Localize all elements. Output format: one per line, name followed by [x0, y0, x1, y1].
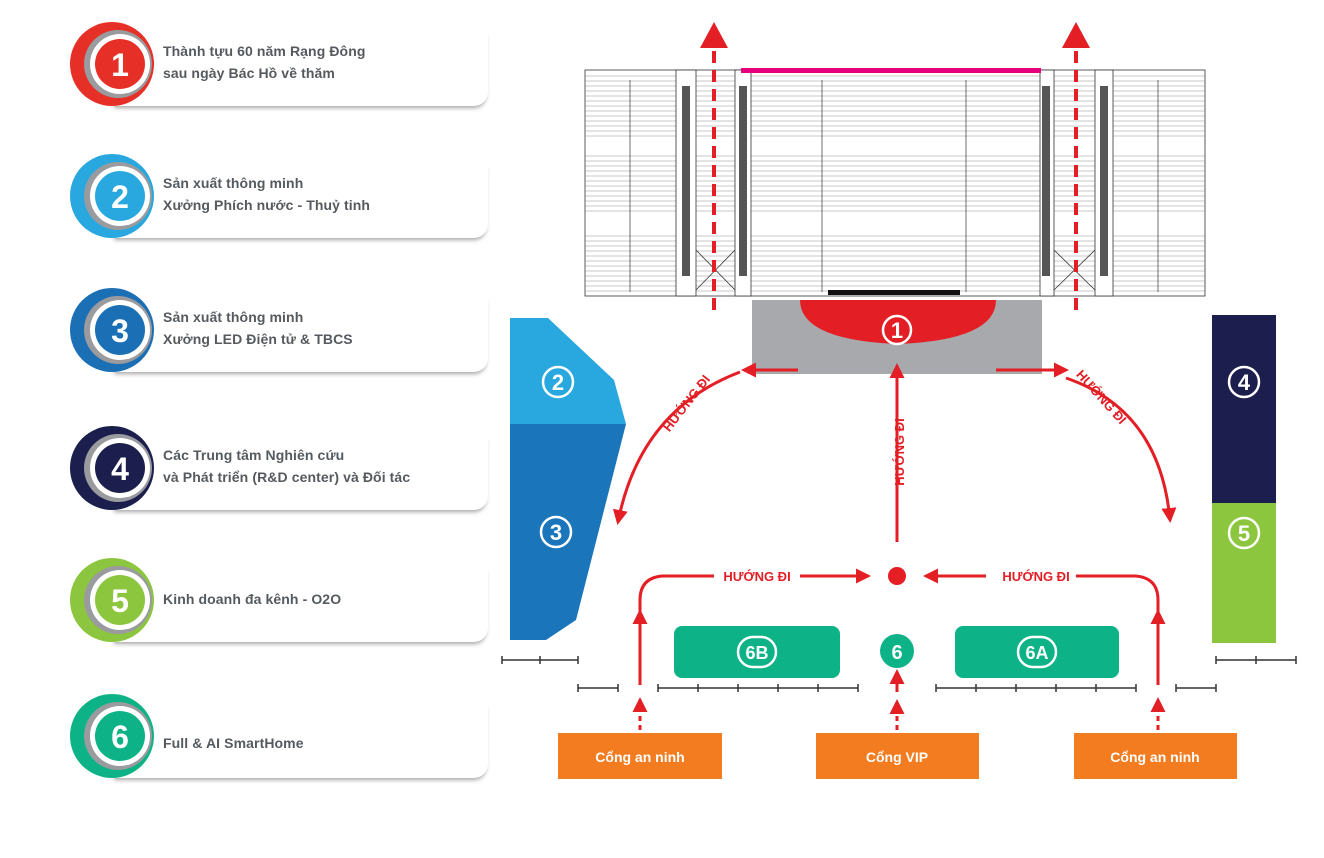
legend-line-2: Xưởng LED Điện tử & TBCS — [163, 331, 353, 347]
zone-6: 6 — [880, 634, 914, 668]
legend-card — [112, 296, 488, 372]
direction-label-center: HƯỚNG ĐI — [892, 418, 907, 485]
zone-1-label: 1 — [891, 318, 903, 343]
zone-2-label: 2 — [552, 370, 564, 395]
number-badge-2: 2 — [70, 154, 154, 238]
legend-text: Các Trung tâm Nghiên cứu và Phát triển (… — [163, 444, 483, 488]
center-point — [888, 567, 906, 585]
legend-card — [112, 30, 488, 106]
badge-number: 1 — [111, 47, 129, 83]
legend-item-6: 6 Full & AI SmartHome — [68, 692, 490, 792]
legend-text: Thành tựu 60 năm Rạng Đông sau ngày Bác … — [163, 40, 483, 84]
legend-card — [112, 566, 488, 642]
zone-1: 1 — [752, 300, 1042, 374]
legend-text: Sản xuất thông minh Xưởng LED Điện tử & … — [163, 306, 483, 350]
direction-label-upper-left: HƯỚNG ĐI — [660, 372, 713, 434]
badge-number: 2 — [111, 179, 129, 215]
number-badge-1: 1 — [70, 22, 154, 106]
gate-vip-label: Cổng VIP — [866, 749, 928, 765]
legend-line-1: Thành tựu 60 năm Rạng Đông — [163, 43, 366, 59]
zone-6a: 6A — [955, 626, 1119, 678]
legend-card — [112, 434, 488, 510]
direction-label-bottom-left: HƯỚNG ĐI — [723, 569, 790, 584]
magenta-bar — [741, 68, 1041, 73]
legend-text: Sản xuất thông minh Xưởng Phích nước - T… — [163, 172, 483, 216]
number-badge-6: 6 — [70, 694, 154, 778]
badge-number: 4 — [111, 451, 129, 487]
zone-4-label: 4 — [1238, 370, 1251, 395]
zone-6a-label: 6A — [1025, 643, 1048, 663]
legend-item-5: 5 Kinh doanh đa kênh - O2O — [68, 556, 490, 656]
zone-6-label: 6 — [891, 642, 902, 664]
legend-text: Full & AI SmartHome — [163, 732, 483, 754]
legend-line-1: Sản xuất thông minh — [163, 309, 304, 325]
zone-3: 3 — [510, 424, 626, 640]
exit-arrow-left — [700, 22, 728, 310]
legend-item-4: 4 Các Trung tâm Nghiên cứu và Phát triển… — [68, 424, 490, 524]
building-blueprint — [584, 68, 1206, 297]
badge-number: 5 — [111, 583, 129, 619]
fence-marks — [501, 656, 1297, 692]
exit-arrow-right — [1062, 22, 1090, 310]
legend-line-2: và Phát triển (R&D center) và Đối tác — [163, 469, 411, 485]
legend-panel: 1 Thành tựu 60 năm Rạng Đông sau ngày Bá… — [0, 0, 500, 858]
direction-label-upper-right: HƯỚNG ĐI — [1073, 367, 1129, 427]
zone-2: 2 — [510, 318, 626, 424]
number-badge-4: 4 — [70, 426, 154, 510]
legend-line-1: Các Trung tâm Nghiên cứu — [163, 447, 345, 463]
legend-line-2: sau ngày Bác Hồ về thăm — [163, 65, 335, 81]
legend-item-2: 2 Sản xuất thông minh Xưởng Phích nước -… — [68, 152, 490, 252]
number-badge-5: 5 — [70, 558, 154, 642]
legend-card — [112, 702, 488, 778]
zone-3-label: 3 — [550, 520, 562, 545]
gate-left: Cổng an ninh — [558, 733, 722, 779]
direction-arrows — [612, 362, 1177, 730]
zone-6b-label: 6B — [745, 643, 768, 663]
legend-line-1: Full & AI SmartHome — [163, 735, 304, 751]
legend-text: Kinh doanh đa kênh - O2O — [163, 588, 483, 610]
legend-line-1: Kinh doanh đa kênh - O2O — [163, 591, 342, 607]
badge-number: 6 — [111, 719, 129, 755]
legend-item-1: 1 Thành tựu 60 năm Rạng Đông sau ngày Bá… — [68, 20, 490, 120]
gate-vip: Cổng VIP — [816, 733, 979, 779]
gate-left-label: Cổng an ninh — [595, 749, 684, 765]
zone-6b: 6B — [674, 626, 840, 678]
direction-label-bottom-right: HƯỚNG ĐI — [1002, 569, 1069, 584]
badge-number: 3 — [111, 313, 129, 349]
legend-item-3: 3 Sản xuất thông minh Xưởng LED Điện tử … — [68, 286, 490, 386]
legend-card — [112, 162, 488, 238]
zone-4: 4 — [1212, 315, 1276, 503]
zone-5: 5 — [1212, 503, 1276, 643]
legend-line-1: Sản xuất thông minh — [163, 175, 304, 191]
gate-right: Cổng an ninh — [1074, 733, 1237, 779]
zone-5-label: 5 — [1238, 521, 1250, 546]
legend-line-2: Xưởng Phích nước - Thuỷ tinh — [163, 197, 371, 213]
gate-right-label: Cổng an ninh — [1110, 749, 1199, 765]
number-badge-3: 3 — [70, 288, 154, 372]
